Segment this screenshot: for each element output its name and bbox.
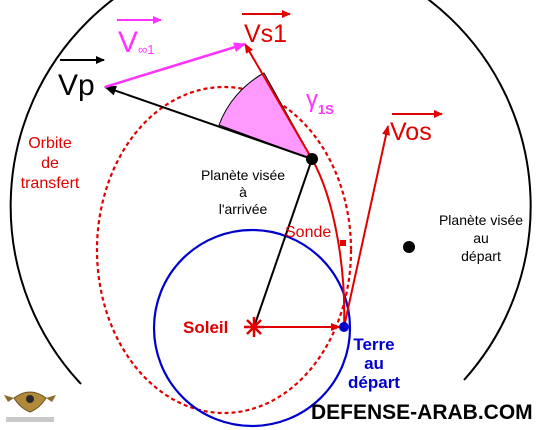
earth-orbit <box>152 228 352 428</box>
sun-label: Soleil <box>183 318 228 337</box>
vinf-label-sub: ∞1 <box>138 42 155 57</box>
sun-star-icon <box>244 317 264 337</box>
vp-vector <box>104 85 313 160</box>
svg-text:au: au <box>473 230 489 246</box>
defense-arab-logo-icon <box>4 391 56 422</box>
svg-text:l'arrivée: l'arrivée <box>219 201 268 217</box>
transfer-orbit-label: Orbite de transfert <box>21 135 80 192</box>
departure-planet-label: Planète visée au départ <box>439 212 523 264</box>
svg-text:Terre: Terre <box>353 335 394 354</box>
svg-text:Planète visée: Planète visée <box>201 167 285 183</box>
probe-label: Sonde <box>285 224 331 241</box>
sun-to-arrival-planet-line <box>253 158 313 328</box>
vos-vector <box>343 125 390 328</box>
watermark: DEFENSE-ARAB.COM <box>311 401 533 424</box>
svg-text:au: au <box>364 354 384 373</box>
probe-marker <box>340 240 346 246</box>
gamma-angle-sector <box>218 72 314 160</box>
departure-planet-dot <box>403 241 415 253</box>
gamma-label: γ1S <box>306 86 334 117</box>
vos-label: Vos <box>390 118 432 146</box>
target-planet-orbit <box>9 0 532 385</box>
earth-label: Terre au départ <box>348 335 400 392</box>
arrival-planet-label: Planète visée à l'arrivée <box>201 167 285 217</box>
svg-text:à: à <box>239 184 247 200</box>
svg-text:départ: départ <box>348 373 400 392</box>
vs1-label: Vs1 <box>244 20 287 48</box>
svg-text:transfert: transfert <box>21 175 80 192</box>
svg-text:de: de <box>41 155 59 172</box>
vp-label: Vp <box>58 69 95 102</box>
vs1-vector <box>244 43 313 160</box>
gamma-label-main: γ <box>306 86 318 113</box>
arrival-planet-dot <box>306 153 318 165</box>
vinf-label: V∞1 <box>118 26 155 59</box>
svg-text:départ: départ <box>461 248 501 264</box>
vinf-label-main: V <box>118 26 138 59</box>
v-infinity-vector <box>104 42 246 89</box>
transfer-orbit <box>95 85 353 415</box>
earth-dot <box>339 322 349 332</box>
svg-text:Planète visée: Planète visée <box>439 212 523 228</box>
gamma-label-sub: 1S <box>318 102 334 117</box>
svg-text:Orbite: Orbite <box>28 135 72 152</box>
probe-trajectory <box>311 158 346 328</box>
